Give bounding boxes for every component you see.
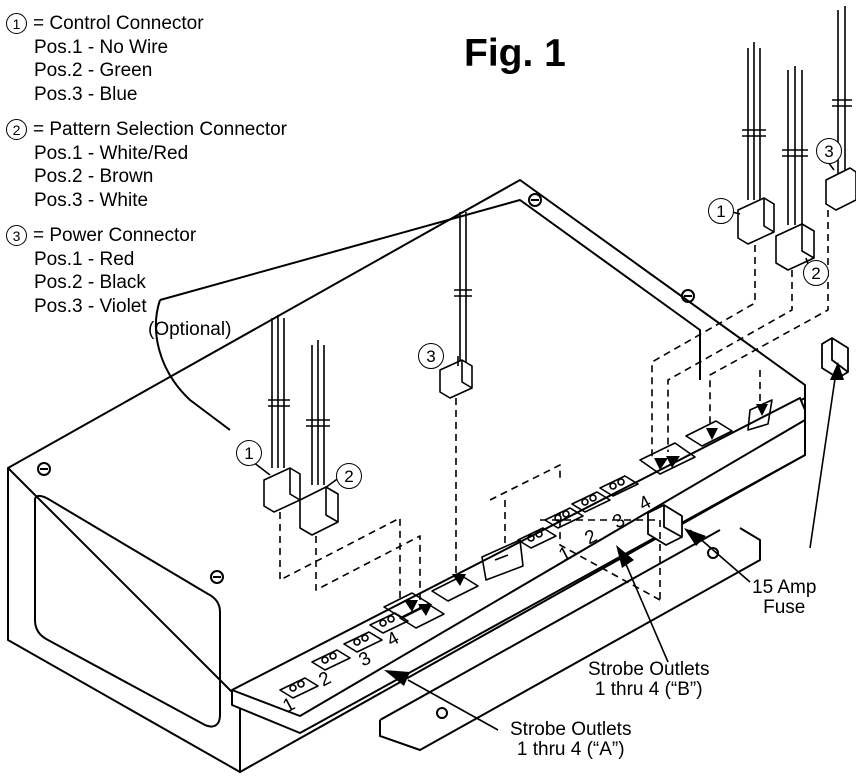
- housing-left-window: [34, 494, 221, 728]
- callout-number: 2: [6, 119, 27, 141]
- legend-optional-note: (Optional): [148, 319, 232, 340]
- legend-position: Pos.1 - No Wire: [34, 36, 169, 58]
- callout-pattern-left: 2: [336, 463, 362, 489]
- callout-number: 1: [6, 13, 27, 35]
- housing-inner-curve: [154, 299, 231, 431]
- legend-power-connector: 3 = Power Connector: [6, 224, 287, 248]
- legend-position: Pos.3 - Violet: [34, 295, 147, 317]
- legend-position: Pos.1 - White/Red: [34, 142, 189, 164]
- outlets-a-label-line: Strobe Outlets: [510, 719, 632, 740]
- mounting-flange-lip: [379, 529, 721, 721]
- outlets-b-label-line: 1 thru 4 (“B”): [594, 679, 703, 700]
- screw-icon: [37, 462, 51, 476]
- housing-inner-panel: [159, 199, 701, 380]
- routing-lines: [279, 210, 829, 608]
- screw-icon: [681, 289, 695, 303]
- callout-power-right: 3: [816, 138, 842, 164]
- legend-control-connector: 1 = Control Connector: [6, 12, 287, 36]
- harness-control-right: [737, 42, 775, 245]
- screw-icon: [528, 193, 542, 207]
- arrowhead-icon: [384, 362, 844, 686]
- legend-label: = Control Connector: [33, 13, 204, 34]
- strobe-outlets-a: [279, 612, 409, 699]
- flange-hole-front: [436, 707, 448, 719]
- fuse-label: 15 Amp Fuse: [752, 578, 816, 618]
- connector-legend: 1 = Control Connector Pos.1 - No Wire Po…: [6, 12, 287, 342]
- figure-title: Fig. 1: [464, 32, 566, 75]
- strobe-outlets-a-label: Strobe Outlets 1 thru 4 (“A”): [510, 720, 631, 760]
- strobe-outlets-b-label: Strobe Outlets 1 thru 4 (“B”): [588, 660, 709, 700]
- harness-pattern-right: [775, 66, 815, 271]
- fuse-mounted: [647, 504, 683, 546]
- flange-hole-rear: [707, 547, 719, 559]
- callout-control-left: 1: [236, 440, 262, 466]
- legend-position: Pos.3 - Blue: [34, 83, 138, 105]
- legend-position: Pos.1 - Red: [34, 248, 135, 270]
- legend-position: Pos.2 - Black: [34, 272, 146, 293]
- screw-icon: [210, 570, 224, 584]
- legend-position: Pos.3 - White: [34, 189, 149, 211]
- mounting-flange: [379, 527, 761, 751]
- connector-receptacles-b: [639, 399, 773, 475]
- legend-position: Pos.2 - Green: [34, 60, 153, 81]
- harness-power-center: [439, 212, 473, 399]
- callout-power-center: 3: [418, 343, 444, 369]
- callout-control-right: 1: [708, 198, 734, 224]
- harness-power-right: [825, 6, 856, 211]
- strobe-outlets-b: [517, 475, 639, 549]
- legend-label: = Pattern Selection Connector: [33, 119, 288, 140]
- fuse-label-line: Fuse: [763, 597, 806, 618]
- terminal-strip-edge: [231, 419, 806, 717]
- legend-label: = Power Connector: [33, 225, 197, 246]
- terminal-strip: [231, 397, 806, 734]
- callout-number: 3: [6, 225, 27, 247]
- fuse-loose: [821, 337, 849, 379]
- harness-pattern-left: [299, 340, 339, 536]
- legend-position: Pos.2 - Brown: [34, 166, 154, 187]
- outlets-b-label-line: Strobe Outlets: [588, 659, 710, 680]
- outlets-a-label-line: 1 thru 4 (“A”): [516, 739, 625, 760]
- legend-pattern-connector: 2 = Pattern Selection Connector: [6, 118, 287, 142]
- fuse-label-line: 15 Amp: [752, 577, 817, 598]
- callout-pattern-right: 2: [803, 260, 829, 286]
